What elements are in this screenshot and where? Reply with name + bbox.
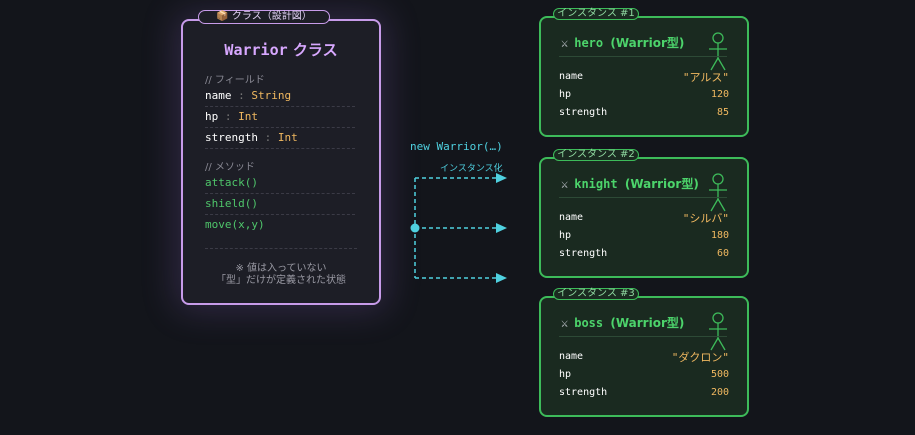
instance-card-1: ⚔hero (Warrior型) name "アルス" hp 120 stren… — [539, 16, 749, 137]
instance-title: ⚔hero (Warrior型) — [561, 36, 685, 50]
prop-value-strength: 85 — [716, 107, 729, 118]
prop-value-name: "アルス" — [682, 71, 729, 84]
stick-figure-icon — [709, 312, 727, 351]
arrowhead-1 — [496, 173, 507, 183]
prop-label-name: name — [559, 212, 584, 223]
prop-label-strength: strength — [559, 387, 608, 398]
methods-section-label: // メソッド — [205, 162, 255, 173]
fields-section-label: // フィールド — [205, 75, 265, 86]
note-line-1: ※ 値は入っていない — [235, 263, 327, 274]
field-strength: strength : Int — [205, 128, 355, 149]
prop-label-hp: hp — [559, 89, 572, 100]
prop-value-strength: 60 — [716, 248, 729, 259]
prop-label-strength: strength — [559, 248, 608, 259]
new-warrior-label: new Warrior(…) — [410, 140, 503, 153]
crossed-swords-icon: ⚔ — [561, 316, 569, 330]
class-tag: 📦 クラス（設計図） — [198, 10, 330, 24]
arrowhead-2 — [496, 223, 507, 233]
note-line-2: 「型」だけが定義された状態 — [216, 275, 346, 286]
instance-tag-2: インスタンス #2 — [553, 149, 639, 161]
arrow-origin-dot — [410, 223, 420, 233]
stick-figure-icon — [709, 32, 727, 71]
stick-figure-icon — [709, 173, 727, 212]
instance-tag-1: インスタンス #1 — [553, 8, 639, 20]
crossed-swords-icon: ⚔ — [561, 36, 569, 50]
class-card: Warrior クラス // フィールド name : String hp : … — [181, 19, 381, 305]
prop-value-hp: 500 — [710, 369, 729, 380]
prop-label-strength: strength — [559, 107, 608, 118]
prop-value-hp: 120 — [710, 89, 729, 100]
prop-label-name: name — [559, 71, 584, 82]
instance-title: ⚔boss (Warrior型) — [561, 316, 685, 330]
prop-value-hp: 180 — [710, 230, 729, 241]
arrowhead-3 — [496, 273, 507, 283]
field-hp: hp : Int — [205, 107, 355, 128]
class-title: Warrior クラス — [224, 41, 338, 59]
prop-label-hp: hp — [559, 369, 572, 380]
note-divider — [205, 248, 357, 249]
prop-label-name: name — [559, 351, 584, 362]
crossed-swords-icon: ⚔ — [561, 177, 569, 191]
method-attack: attack() — [205, 173, 355, 194]
instance-card-2: ⚔knight (Warrior型) name "シルバ" hp 180 str… — [539, 157, 749, 278]
method-shield: shield() — [205, 194, 355, 215]
prop-value-name: "シルバ" — [682, 212, 729, 225]
prop-value-name: "ダクロン" — [671, 351, 729, 364]
instance-tag-3: インスタンス #3 — [553, 288, 639, 300]
method-move: move(x,y) — [205, 218, 265, 231]
prop-label-hp: hp — [559, 230, 572, 241]
instance-title: ⚔knight (Warrior型) — [561, 177, 699, 191]
field-name: name : String — [205, 86, 355, 107]
instantiate-label: インスタンス化 — [440, 164, 503, 174]
prop-value-strength: 200 — [710, 387, 729, 398]
instance-card-3: ⚔boss (Warrior型) name "ダクロン" hp 500 stre… — [539, 296, 749, 417]
